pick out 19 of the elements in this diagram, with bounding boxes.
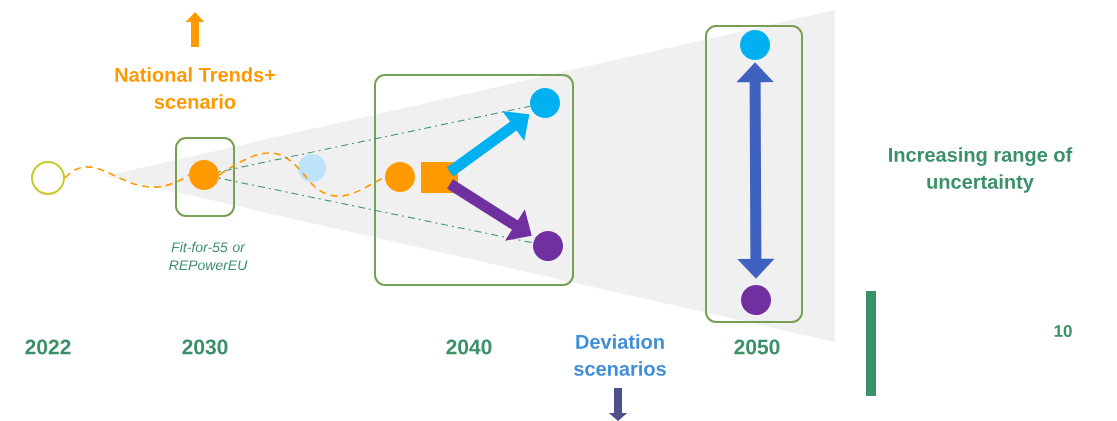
- circle-marker: [740, 30, 770, 60]
- circle-marker: [189, 160, 219, 190]
- dashed-path: [64, 166, 190, 188]
- annotation: Increasing range of uncertainty: [889, 147, 1073, 193]
- circle-marker: [533, 231, 563, 261]
- circle-marker: [741, 285, 771, 315]
- year-label: 2040: [446, 339, 492, 355]
- circle-marker: [298, 154, 326, 182]
- year-label: 2022: [25, 339, 71, 355]
- circle-marker: [385, 162, 415, 192]
- scenario-heading: National Trends+ scenario: [115, 67, 276, 109]
- dashed-path: [218, 105, 531, 173]
- circle-marker: [530, 88, 560, 118]
- year-label: 2050: [734, 339, 780, 355]
- number-label: 10: [1054, 325, 1072, 338]
- hollow-circle: [31, 161, 65, 195]
- year-label: 2030: [182, 339, 228, 355]
- node-label: Fit-for-55 or REPowerEU: [169, 241, 248, 271]
- scenario-heading: Deviation scenarios: [574, 334, 666, 376]
